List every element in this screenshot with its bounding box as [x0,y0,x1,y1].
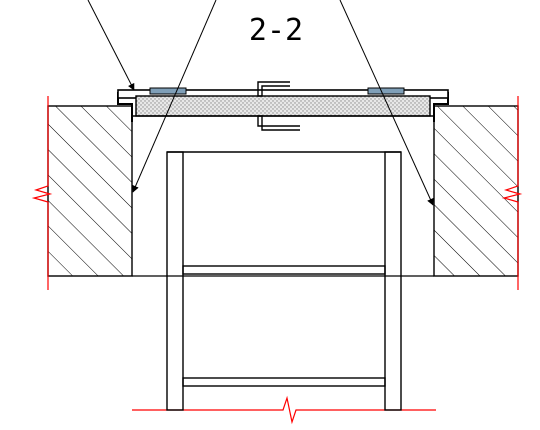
ladder-rung [182,265,386,275]
ladder-right-rail [384,151,402,411]
bottom-break-line [132,395,436,425]
cover-handle-bottom [257,115,300,131]
hinge-pad-left [149,87,187,95]
cover-handle-top [257,81,290,97]
section-title: 2-2 [249,13,303,48]
ladder-left-rail [166,151,184,411]
left-break-line [31,96,53,290]
right-break-line [501,96,523,290]
hinge-pad-right [367,87,405,95]
cover-slab [135,95,431,117]
break-lines [31,96,523,425]
leader-arrows [87,0,434,206]
ladder-rung [182,377,386,387]
ladder [166,151,402,411]
left-wall [47,105,133,277]
leader-arrow-left-wall [132,0,217,193]
manhole-cover [117,81,449,131]
leader-arrow-right-wall [339,0,434,206]
right-wall [433,105,519,277]
leader-arrow-frame [87,0,135,91]
